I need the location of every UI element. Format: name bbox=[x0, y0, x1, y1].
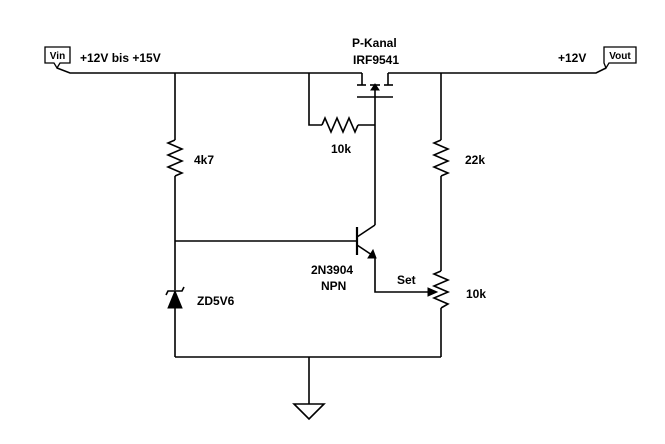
npn-transistor-2n3904 bbox=[355, 224, 377, 259]
mosfet-type-label: P-Kanal bbox=[352, 36, 397, 50]
vin-range-label: +12V bis +15V bbox=[80, 51, 161, 65]
vout-port: Vout bbox=[603, 46, 637, 70]
vin-port: Vin bbox=[44, 46, 71, 70]
resistor-22k bbox=[431, 139, 451, 177]
pot-value-label: 10k bbox=[466, 287, 486, 301]
gate-resistor-left-wire bbox=[308, 73, 322, 126]
vout-voltage-label: +12V bbox=[558, 51, 586, 65]
gate-resistor-10k bbox=[321, 115, 359, 135]
zener-resistor-label: 4k7 bbox=[194, 153, 214, 167]
potentiometer-10k bbox=[431, 270, 451, 309]
vin-port-label: Vin bbox=[50, 51, 65, 62]
ground-symbol bbox=[292, 403, 326, 421]
p-mosfet-irf9541 bbox=[357, 73, 393, 125]
input-rail-wire bbox=[56, 67, 362, 74]
gate-resistor-label: 10k bbox=[331, 142, 351, 156]
mosfet-part-label: IRF9541 bbox=[353, 53, 399, 67]
zener-diode-zd5v6 bbox=[165, 286, 185, 309]
pot-wiper-arrow bbox=[427, 287, 439, 297]
divider-resistor-label: 22k bbox=[465, 153, 485, 167]
resistor-4k7 bbox=[165, 139, 185, 177]
vout-port-label: Vout bbox=[609, 51, 631, 62]
transistor-type-label: NPN bbox=[321, 279, 346, 293]
pot-wiper-label: Set bbox=[397, 273, 416, 287]
transistor-part-label: 2N3904 bbox=[311, 263, 353, 277]
zener-label: ZD5V6 bbox=[197, 294, 235, 308]
emitter-to-wiper-wire bbox=[374, 257, 428, 293]
output-rail-wire bbox=[388, 67, 607, 74]
